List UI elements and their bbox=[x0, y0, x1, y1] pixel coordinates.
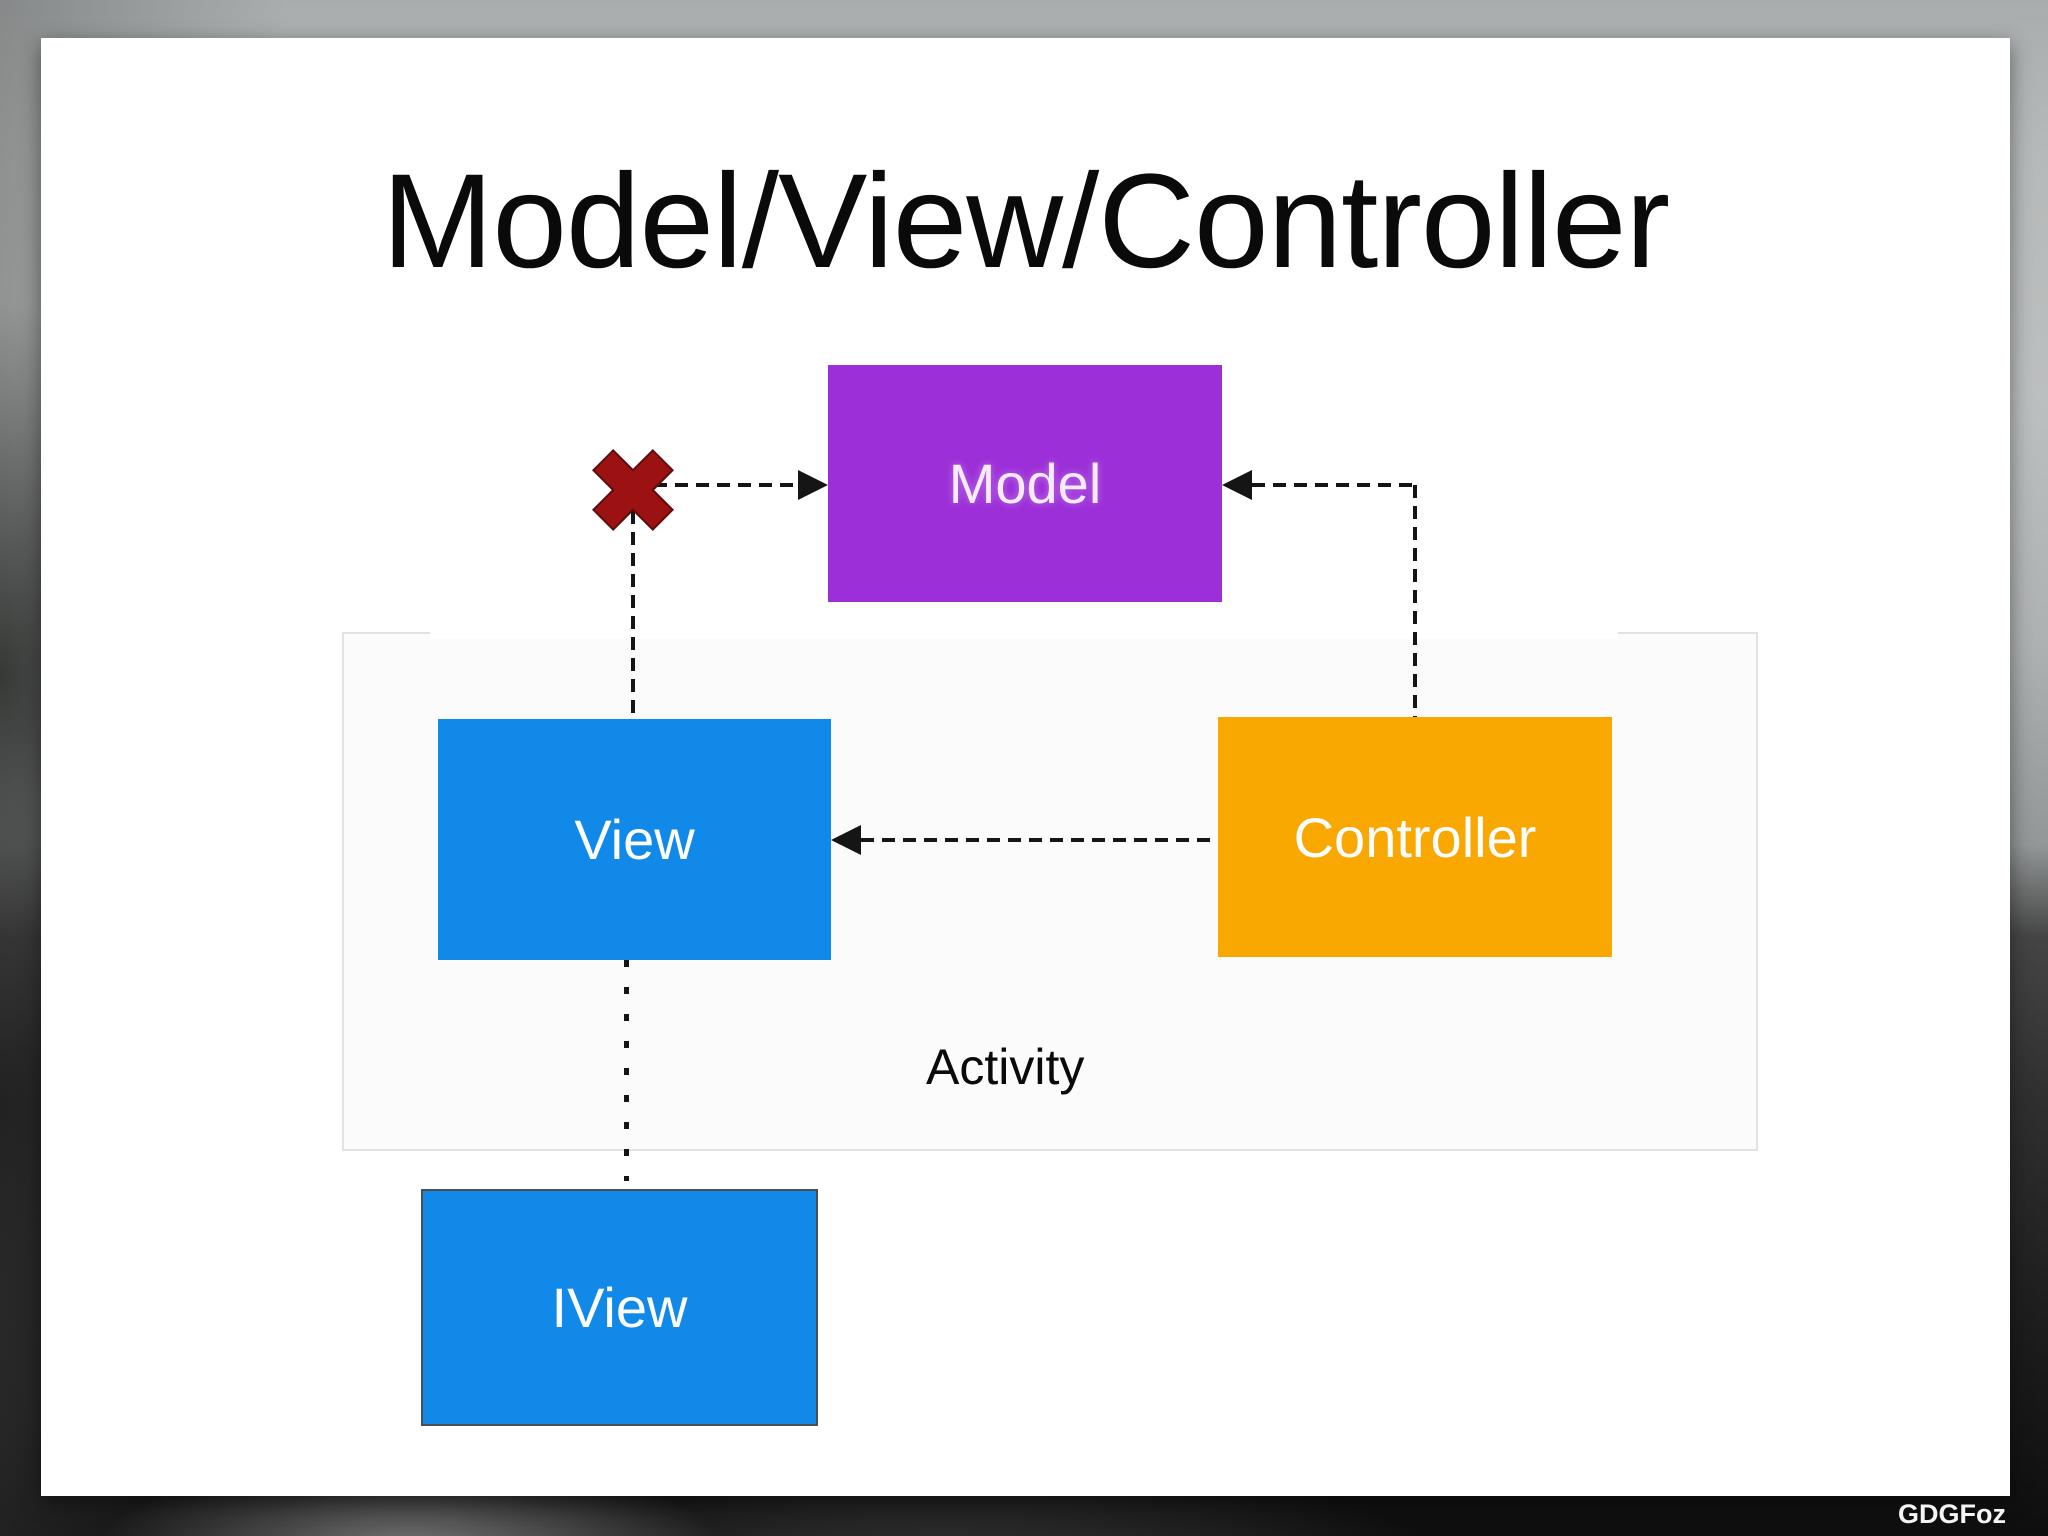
activity-border-gap-patch bbox=[430, 630, 1618, 639]
blocked-x-icon bbox=[585, 442, 681, 538]
x-shape bbox=[591, 448, 675, 532]
edge-view-model-horizontal bbox=[633, 483, 798, 487]
node-controller: Controller bbox=[1218, 717, 1612, 957]
edge-controller-view bbox=[861, 838, 1218, 842]
node-view-label: View bbox=[574, 808, 695, 871]
node-controller-label: Controller bbox=[1293, 805, 1537, 869]
node-model-label: Model bbox=[948, 452, 1102, 515]
activity-label: Activity bbox=[926, 1039, 1085, 1095]
arrowhead-into-view bbox=[831, 825, 861, 855]
edge-view-iview bbox=[624, 960, 629, 1181]
arrowhead-into-model-left bbox=[798, 470, 828, 500]
edge-view-model-vertical bbox=[631, 490, 635, 719]
arrowhead-into-model-right bbox=[1222, 470, 1252, 500]
node-model: Model bbox=[828, 365, 1222, 602]
node-iview: IView bbox=[421, 1189, 818, 1426]
watermark: GDGFoz bbox=[1898, 1499, 2006, 1529]
edge-controller-model-vertical bbox=[1413, 485, 1417, 717]
slide: Model/View/Controller Model View Control… bbox=[41, 38, 2010, 1496]
node-iview-label: IView bbox=[551, 1276, 688, 1339]
slide-title: Model/View/Controller bbox=[381, 147, 1670, 296]
edge-controller-model-horizontal bbox=[1252, 483, 1415, 487]
node-view: View bbox=[438, 719, 831, 960]
